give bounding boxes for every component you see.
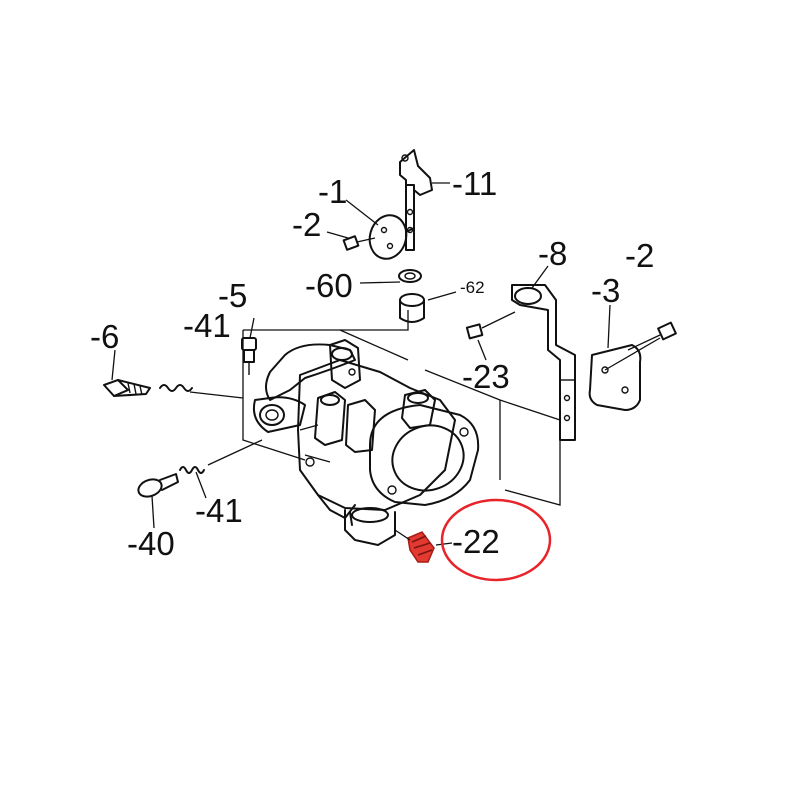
label-2-right: -2 <box>625 237 654 274</box>
label-41-top: -41 <box>183 307 231 344</box>
label-41-bottom: -41 <box>195 492 243 529</box>
label-11: -11 <box>452 165 497 202</box>
label-8: -8 <box>538 235 567 272</box>
label-3: -3 <box>591 272 620 309</box>
label-6: -6 <box>90 318 119 355</box>
pilot-screw-part <box>137 439 263 498</box>
leader-lines <box>111 182 611 529</box>
carburetor-body <box>252 339 480 546</box>
gasket-plate-part <box>588 344 642 411</box>
throttle-plate-part <box>368 214 408 260</box>
label-40: -40 <box>127 525 175 562</box>
bushing-part <box>399 293 425 323</box>
throttle-shaft-part <box>399 149 433 251</box>
washer-part <box>398 269 422 283</box>
label-22: -22 <box>452 523 500 560</box>
lever-bracket-part <box>511 284 576 441</box>
label-2-left: -2 <box>292 206 321 243</box>
label-62: -62 <box>460 278 485 297</box>
label-23: -23 <box>462 358 510 395</box>
highlighted-jet-part <box>394 529 453 563</box>
highlight-circle <box>440 498 552 582</box>
mixture-screw-part <box>103 379 244 399</box>
part-labels: -1 -11 -2 -8 -2 -60 -62 -3 -5 -41 -6 -23… <box>90 165 654 562</box>
plate-screw-part <box>342 235 376 251</box>
label-5: -5 <box>218 277 247 314</box>
gasket-screw-part <box>604 321 677 371</box>
label-1: -1 <box>318 173 347 210</box>
bracket-screw-part <box>465 311 516 340</box>
label-60: -60 <box>305 267 353 304</box>
idle-screw-part <box>241 337 257 375</box>
